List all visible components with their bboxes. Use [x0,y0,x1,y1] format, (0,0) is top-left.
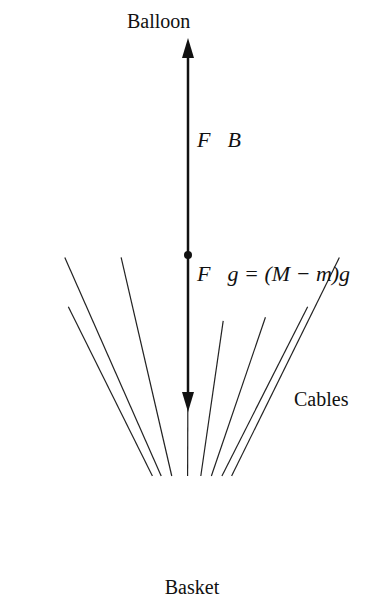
arrow-head [182,392,194,412]
cable [68,307,152,476]
force-label: F⃗B [197,128,241,152]
force-label: F⃗g = (M − m)g⃗ [197,262,367,286]
basket-outline [148,476,236,572]
arrow-head [182,38,194,58]
cable [211,317,265,476]
cable [232,257,340,476]
basket-label: Basket [165,576,219,598]
balloon-shape: Balloon [12,4,364,356]
balloon-label: Balloon [127,10,190,32]
cable [121,257,172,476]
part-label: Cables [294,388,348,410]
gravity-force-vector [187,255,190,396]
buoyant-force-vector [187,54,190,255]
basket-box: Basket [148,476,236,572]
balloon-outline [12,4,364,356]
center-dot [184,251,192,259]
